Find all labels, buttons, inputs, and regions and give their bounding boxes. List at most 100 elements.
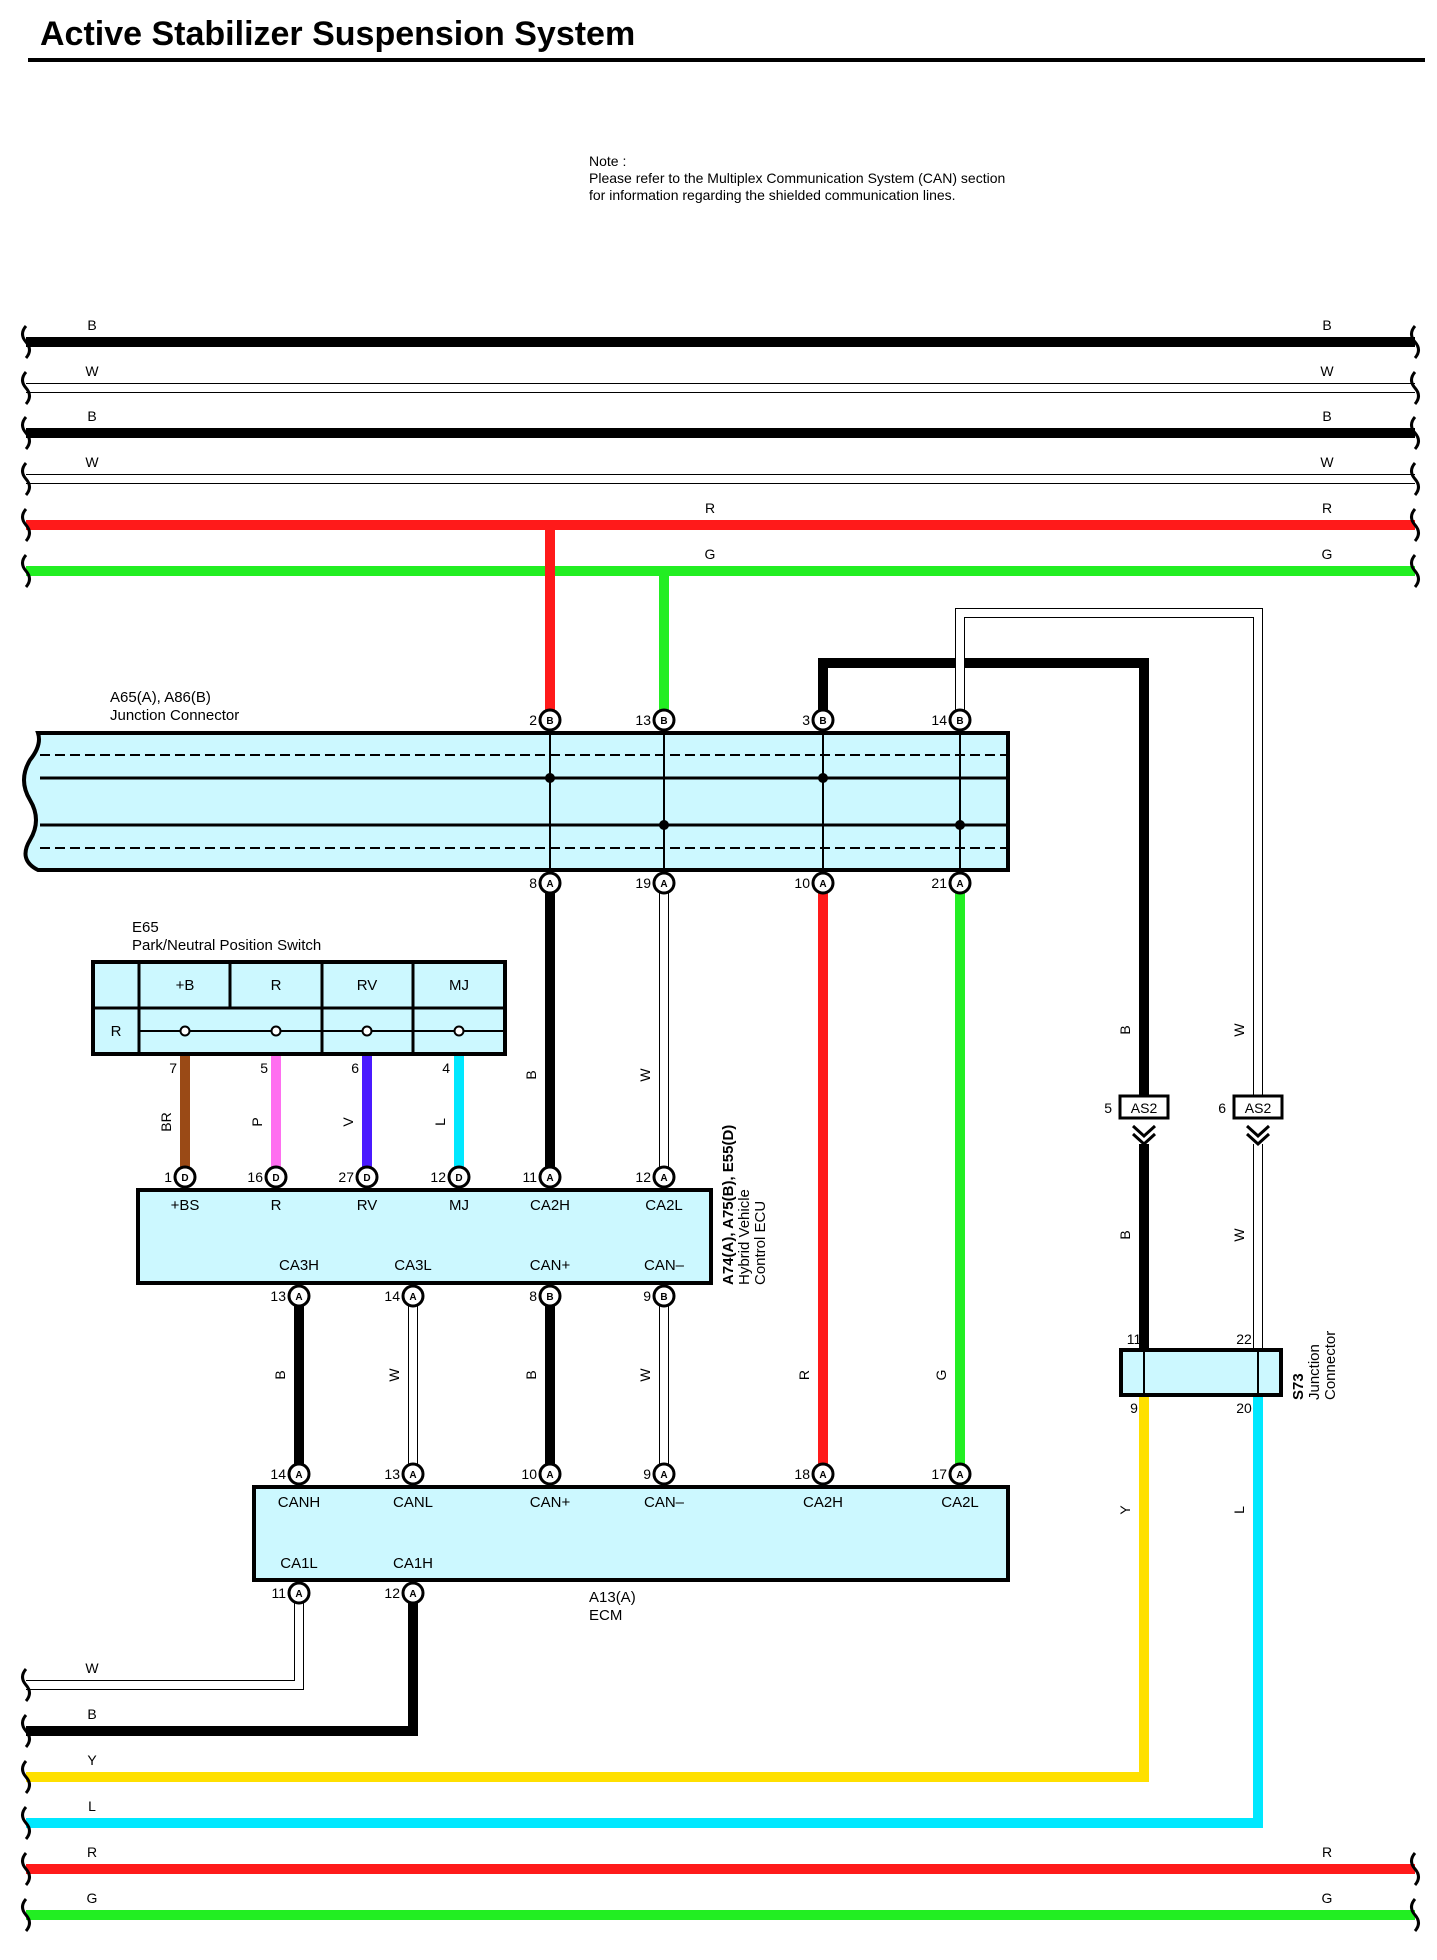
wire-label-as2-w: W: [1231, 1228, 1247, 1242]
hv-pin-label: MJ: [449, 1197, 469, 1214]
hv-ecu-bottom-pin: [652, 1284, 676, 1308]
hv-ecm-wire-label: W: [386, 1368, 402, 1382]
wire-label-riser-w: W: [1231, 1023, 1247, 1037]
hv-ecu-top-pin-tag: A: [546, 1173, 553, 1184]
hv-pin-label: CA3H: [279, 1257, 319, 1274]
switch-pin-6: 6: [351, 1060, 359, 1076]
wire-label-riser-b: B: [1117, 1025, 1133, 1034]
jc-top-pin-tag: B: [660, 716, 667, 727]
break-mark-right: [1410, 554, 1420, 588]
splice-dot: [545, 773, 555, 783]
jc-top-pin-tag: B: [546, 716, 553, 727]
ecm-pin-label: CAN–: [644, 1494, 685, 1511]
hv-ecu-top-pin-number: 11: [522, 1169, 537, 1185]
switch-wire-label: BR: [158, 1112, 174, 1131]
bottom-wire-label-right: G: [1322, 1890, 1333, 1906]
hv-ecu-top-pin: [264, 1165, 288, 1189]
top-wire-label-r-right: R: [1322, 500, 1332, 516]
switch-pin-5: 5: [260, 1060, 268, 1076]
top-wire-label-left: B: [87, 408, 96, 424]
break-mark-left: [21, 508, 31, 542]
jc-bottom-pin: [948, 871, 972, 895]
break-mark-right: [1410, 325, 1420, 359]
note-line-3: for information regarding the shielded c…: [589, 187, 956, 203]
ecm-pin-label: CA1H: [393, 1555, 433, 1572]
ecm-top-pin-tag: A: [660, 1470, 667, 1481]
break-mark-left: [21, 1852, 31, 1886]
jc-top-pin-number: 13: [635, 712, 651, 728]
junction-connector-body: [22, 731, 1010, 872]
wire-label-jc-ecm-g: G: [933, 1370, 949, 1381]
top-wire-label-left: B: [87, 317, 96, 333]
hv-ecu-top-pin-tag: D: [455, 1173, 462, 1184]
wire-w-ecm-bottom: [26, 1593, 303, 1689]
hv-pin-label: CA2H: [530, 1197, 570, 1214]
hv-ecu-name-2: Control ECU: [752, 1201, 769, 1285]
top-wire-label-right: B: [1322, 317, 1331, 333]
break-mark-right: [1410, 1852, 1420, 1886]
jc-bottom-pin-number: 8: [529, 875, 537, 891]
s73-pin: 9: [1130, 1400, 1138, 1416]
top-wire-label-left: W: [85, 454, 99, 470]
bottom-wire-label-left: L: [88, 1798, 96, 1814]
ecm-top-pin: [401, 1462, 425, 1486]
wire-label-s73-l: L: [1231, 1506, 1247, 1514]
ecm-bottom-pin: [401, 1581, 425, 1605]
jc-bottom-pin: [811, 871, 835, 895]
as2-connector-pin: 5: [1104, 1100, 1112, 1116]
note-line-1: Note :: [589, 153, 626, 169]
ecm-top-pin: [287, 1462, 311, 1486]
hv-ecm-wire-label: B: [272, 1370, 288, 1379]
ecm-pin-label: CAN+: [530, 1494, 571, 1511]
ecm-top-pin-tag: A: [819, 1470, 826, 1481]
bottom-wire-label-left: B: [87, 1706, 96, 1722]
hv-pin-label: CA2L: [645, 1197, 683, 1214]
hv-ecu-bottom-pin-tag: B: [660, 1292, 667, 1303]
jc-bottom-pin-number: 21: [931, 875, 947, 891]
as2-connector-chevron: [1131, 1124, 1157, 1147]
wires: [26, 337, 1415, 1920]
break-mark-left: [21, 1806, 31, 1840]
ecm-code: A13(A): [589, 1589, 636, 1606]
hv-ecu-top-pin-tag: D: [272, 1173, 279, 1184]
as2-connector-label: AS2: [1245, 1100, 1272, 1116]
jc-top-pin-tag: B: [819, 716, 826, 727]
hv-ecu-top-pin-number: 12: [635, 1169, 651, 1185]
wire-r-tap: [545, 520, 1415, 720]
junction-connector-code: A65(A), A86(B): [110, 689, 211, 706]
break-mark-left: [21, 371, 31, 405]
s73-pin: 22: [1236, 1331, 1252, 1347]
ecm-bottom-pin-tag: A: [409, 1589, 416, 1600]
ecm-top-pin-number: 14: [270, 1466, 286, 1482]
hv-ecu-top-pin: [652, 1165, 676, 1189]
wire-label-jc-hv-b: B: [523, 1070, 539, 1079]
break-mark-right: [1410, 1898, 1420, 1932]
switch-header-b: +B: [176, 977, 195, 994]
wire-label-jc-ecm-r: R: [796, 1370, 812, 1380]
switch-header-mj: MJ: [449, 977, 469, 994]
splice-dot: [659, 820, 669, 830]
hv-ecu-bottom-pin: [401, 1284, 425, 1308]
top-wire-label-g: G: [705, 546, 716, 562]
break-mark-left: [21, 1898, 31, 1932]
hv-ecu-code: A74(A), A75(B), E55(D): [720, 1125, 737, 1285]
s73-pin: 20: [1236, 1400, 1252, 1416]
hv-ecu-body: [136, 1188, 713, 1285]
ecm-top-pin-tag: A: [409, 1470, 416, 1481]
jc-top-pin: [652, 708, 676, 732]
ecm-top-pin-number: 13: [384, 1466, 400, 1482]
jc-bottom-pin-tag: A: [660, 879, 667, 890]
jc-top-pin-number: 3: [802, 712, 810, 728]
top-wire-label-right: W: [1320, 363, 1334, 379]
break-mark-right: [1410, 462, 1420, 496]
note-line-2: Please refer to the Multiplex Communicat…: [589, 170, 1005, 186]
ecm-pin-label: CANH: [278, 1494, 321, 1511]
break-mark-left: [21, 325, 31, 359]
wire-y-s73: [26, 1397, 1149, 1782]
page-title: Active Stabilizer Suspension System: [40, 15, 635, 53]
hv-ecu-bottom-pin-number: 13: [270, 1288, 286, 1304]
ecm-top-pin: [538, 1462, 562, 1486]
top-wire-label-r: R: [705, 500, 715, 516]
note: Note : Please refer to the Multiplex Com…: [589, 153, 1005, 203]
